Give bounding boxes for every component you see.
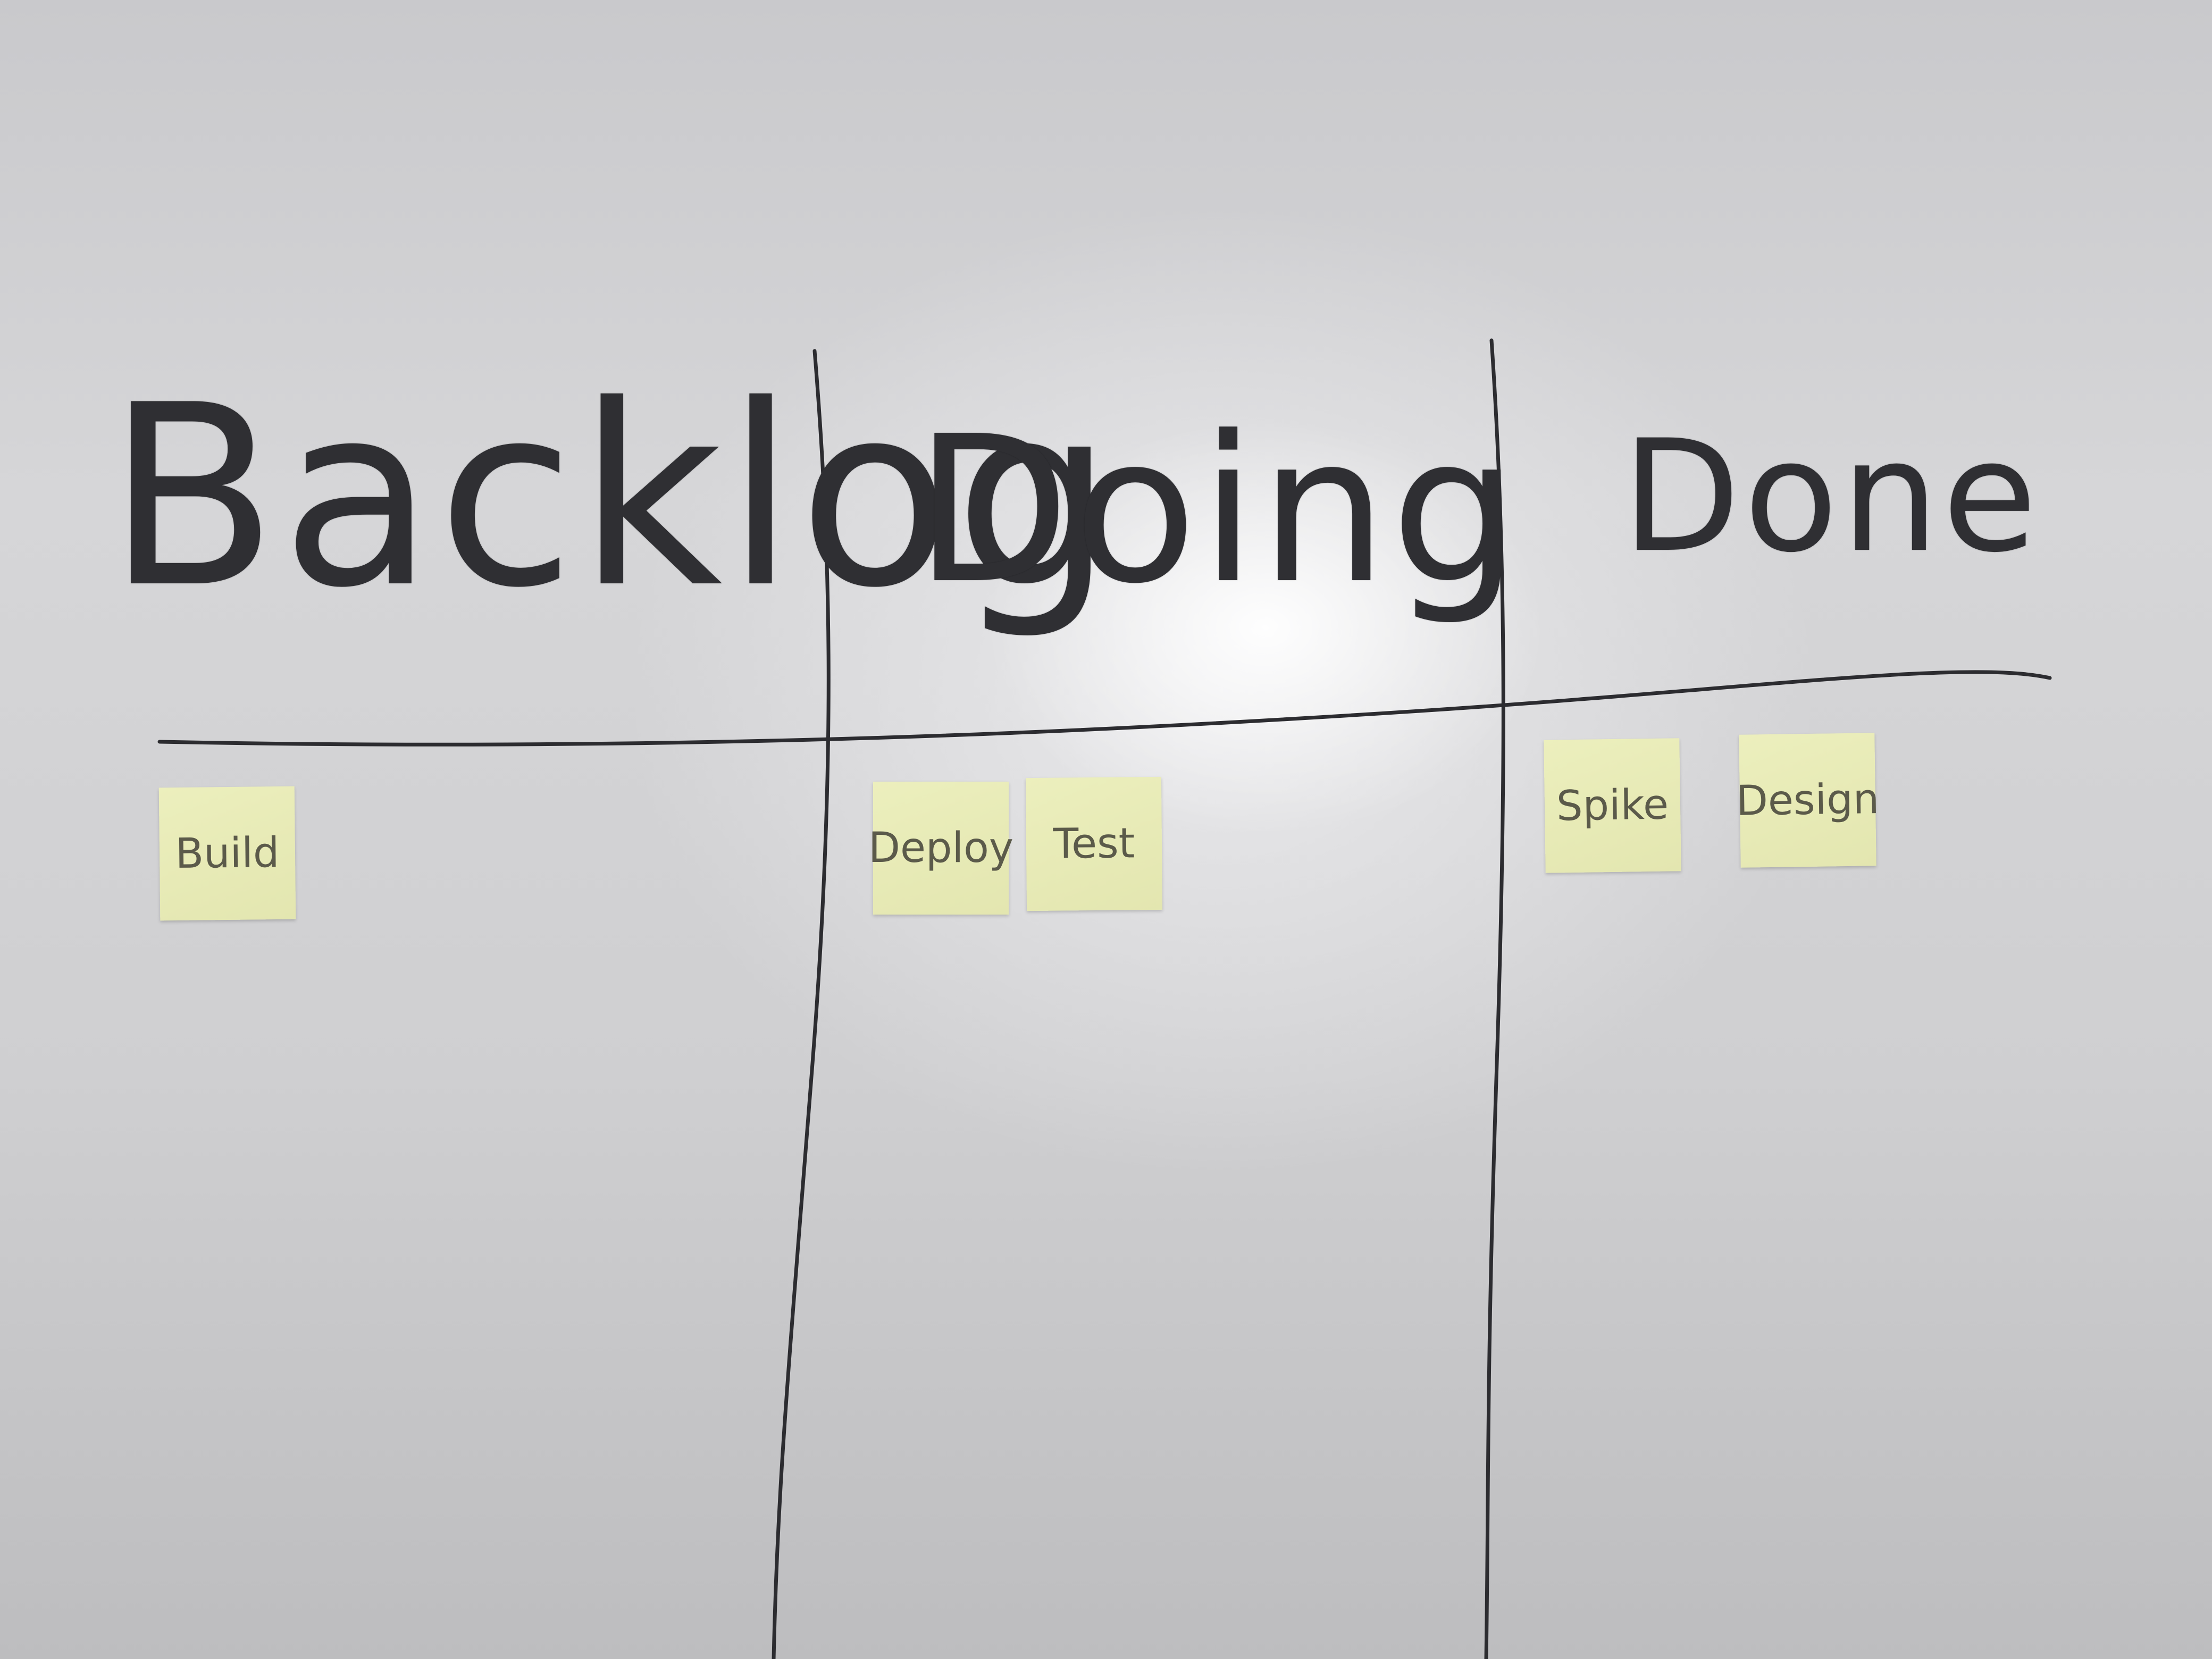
sticky-note-deploy[interactable]: Deploy (868, 782, 1013, 915)
column-heading-backlog: Backlog (106, 351, 1117, 642)
sticky-note-design[interactable]: Design (1736, 733, 1880, 868)
sticky-note-label: Deploy (868, 824, 1014, 872)
column-heading-doing: Doing (915, 392, 1522, 628)
column-divider-2 (1484, 338, 1505, 1659)
sticky-note-label: Build (175, 828, 280, 878)
sticky-note-test[interactable]: Test (1025, 776, 1163, 911)
sticky-note-spike[interactable]: Spike (1544, 738, 1681, 873)
header-underline (157, 670, 2052, 747)
column-heading-done: Done (1622, 407, 2040, 586)
sticky-note-label: Test (1053, 819, 1135, 868)
sticky-note-label: Spike (1556, 781, 1669, 831)
column-divider-1 (772, 349, 831, 1659)
sticky-note-build[interactable]: Build (158, 786, 296, 921)
sticky-note-label: Design (1736, 775, 1880, 825)
